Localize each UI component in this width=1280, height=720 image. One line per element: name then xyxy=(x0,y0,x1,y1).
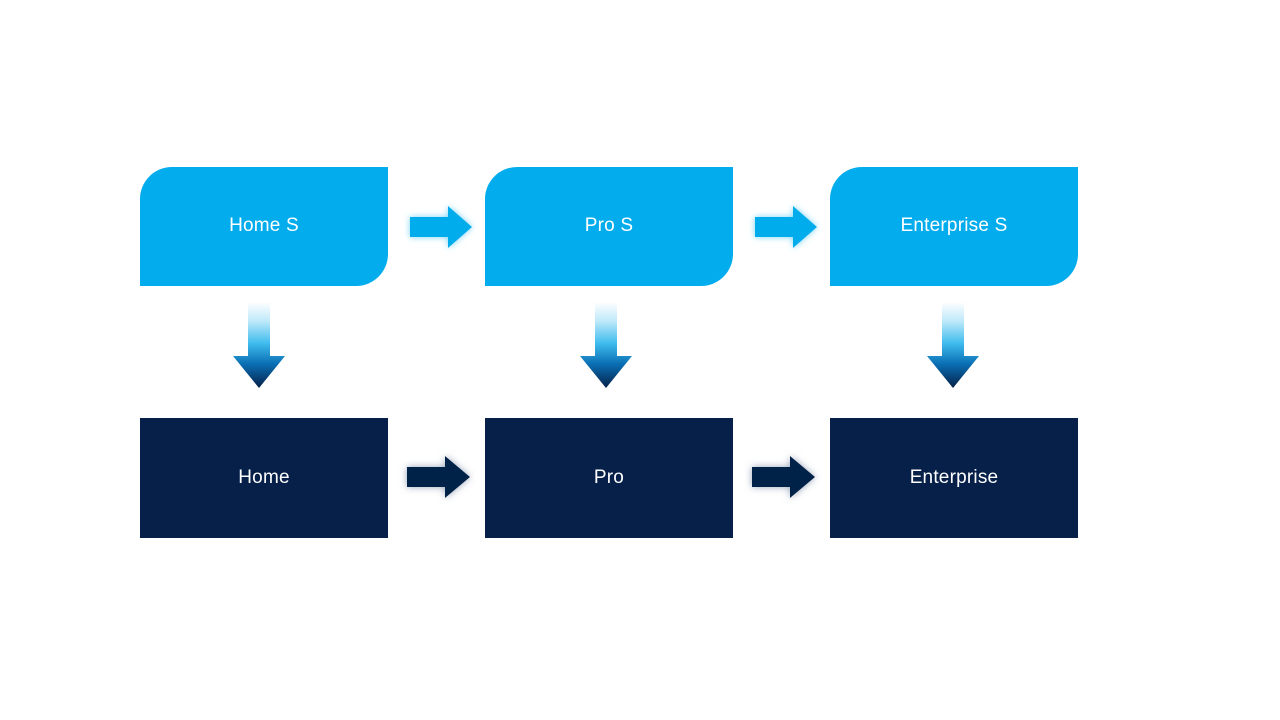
arrow-right-icon xyxy=(410,206,472,248)
node-enterprise[interactable]: Enterprise xyxy=(830,418,1078,538)
connector-pro-s-to-pro xyxy=(578,302,634,390)
connector-pro-to-enterprise xyxy=(741,444,827,510)
node-enterprise-s[interactable]: Enterprise S xyxy=(830,167,1078,286)
connector-enterprise-s-to-enterprise xyxy=(925,302,981,390)
connector-home-s-to-pro-s xyxy=(396,194,482,260)
connector-pro-s-to-enterprise-s xyxy=(741,194,827,260)
node-label: Home S xyxy=(229,215,299,237)
arrow-right-icon xyxy=(407,456,470,498)
arrow-right-icon xyxy=(755,206,817,248)
node-label: Home xyxy=(238,466,290,488)
node-label: Pro xyxy=(593,466,625,488)
node-pro-s[interactable]: Pro S xyxy=(485,167,733,286)
arrow-down-icon xyxy=(927,302,979,388)
arrow-down-icon xyxy=(233,302,285,388)
node-pro[interactable]: Pro xyxy=(485,418,733,538)
node-label: Enterprise S xyxy=(900,215,1008,237)
arrow-down-icon xyxy=(580,302,632,388)
node-label: Enterprise xyxy=(909,466,999,488)
arrow-right-icon xyxy=(752,456,815,498)
node-label: Pro S xyxy=(584,215,634,237)
connector-home-s-to-home xyxy=(231,302,287,390)
node-home-s[interactable]: Home S xyxy=(140,167,388,286)
node-home[interactable]: Home xyxy=(140,418,388,538)
connector-home-to-pro xyxy=(396,444,482,510)
